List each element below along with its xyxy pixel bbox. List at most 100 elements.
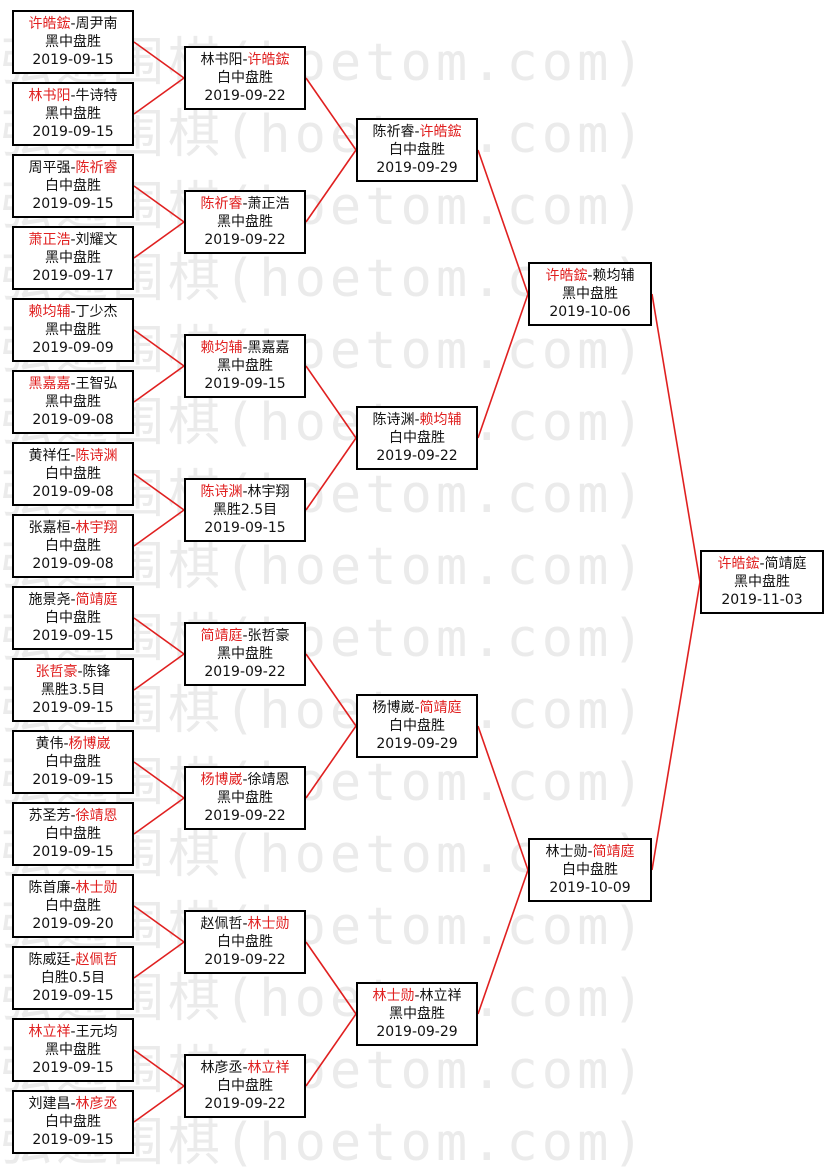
- player-black: 陈祈睿: [372, 124, 415, 140]
- match-date: 2019-09-15: [32, 1060, 114, 1076]
- match-date: 2019-09-22: [204, 664, 286, 680]
- player-black: 苏圣芳: [28, 808, 71, 824]
- player-black: 刘建昌: [28, 1096, 71, 1112]
- player-black: 赖均辅: [200, 340, 243, 356]
- player-white: 赖均辅: [592, 268, 635, 284]
- player-black: 陈首廉: [28, 880, 71, 896]
- match-players: 周平强-陈祈睿: [14, 159, 132, 177]
- player-separator: -: [70, 880, 76, 896]
- player-white: 徐靖恩: [75, 808, 118, 824]
- match-result: 黑中盘胜: [45, 250, 101, 266]
- player-black: 赖均辅: [28, 304, 71, 320]
- match-date: 2019-09-15: [32, 1132, 114, 1148]
- match-result: 白中盘胜: [45, 754, 101, 770]
- match-players: 林书阳-牛诗特: [14, 87, 132, 105]
- match-date: 2019-09-22: [376, 448, 458, 464]
- match-players: 杨博崴-简靖庭: [358, 699, 476, 717]
- player-white: 林士勋: [247, 916, 290, 932]
- bracket-connector-line: [133, 941, 185, 979]
- player-separator: -: [414, 124, 420, 140]
- player-white: 林立祥: [419, 988, 462, 1004]
- match-date: 2019-09-15: [204, 520, 286, 536]
- player-black: 许皓鋐: [717, 556, 760, 572]
- match-players: 陈诗渊-林宇翔: [186, 483, 304, 501]
- bracket-connector-line: [651, 293, 701, 583]
- match-box-round3: 杨博崴-简靖庭白中盘胜 2019-09-29: [356, 694, 478, 758]
- match-date: 2019-09-15: [32, 988, 114, 1004]
- player-white: 丁少杰: [75, 304, 118, 320]
- match-date: 2019-09-20: [32, 916, 114, 932]
- player-white: 许皓鋐: [247, 52, 290, 68]
- match-date: 2019-09-29: [376, 160, 458, 176]
- match-result: 白中盘胜: [45, 610, 101, 626]
- match-date: 2019-09-15: [32, 196, 114, 212]
- match-players: 赖均辅-丁少杰: [14, 303, 132, 321]
- match-result: 白中盘胜: [389, 718, 445, 734]
- player-black: 林书阳: [200, 52, 243, 68]
- bracket-connector-line: [305, 941, 357, 1015]
- player-black: 陈威廷: [28, 952, 71, 968]
- match-players: 赖均辅-黑嘉嘉: [186, 339, 304, 357]
- bracket-connector-line: [133, 1085, 185, 1123]
- match-players: 刘建昌-林彦丞: [14, 1095, 132, 1113]
- player-white: 陈诗渊: [75, 448, 118, 464]
- match-result: 白中盘胜: [389, 430, 445, 446]
- match-date: 2019-10-06: [549, 304, 631, 320]
- player-separator: -: [70, 448, 76, 464]
- match-players: 陈首廉-林士勋: [14, 879, 132, 897]
- match-date: 2019-09-15: [32, 628, 114, 644]
- player-white: 赵佩哲: [75, 952, 118, 968]
- match-result: 黑中盘胜: [389, 1006, 445, 1022]
- player-white: 陈祈睿: [75, 160, 118, 176]
- player-separator: -: [242, 916, 248, 932]
- player-separator: -: [242, 1060, 248, 1076]
- match-result: 黑中盘胜: [734, 574, 790, 590]
- match-result: 白中盘胜: [45, 1114, 101, 1130]
- bracket-connector-line: [305, 1013, 357, 1087]
- player-black: 杨博崴: [372, 700, 415, 716]
- match-players: 许皓鋐-赖均辅: [530, 267, 650, 285]
- match-result: 白中盘胜: [45, 826, 101, 842]
- match-result: 黑中盘胜: [217, 214, 273, 230]
- player-separator: -: [70, 1096, 76, 1112]
- bracket-connector-line: [651, 581, 701, 871]
- player-separator: -: [70, 232, 76, 248]
- match-result: 白中盘胜: [217, 934, 273, 950]
- player-white: 简靖庭: [592, 844, 635, 860]
- match-players: 张嘉桓-林宇翔: [14, 519, 132, 537]
- match-date: 2019-09-08: [32, 556, 114, 572]
- bracket-connector-line: [305, 437, 357, 511]
- bracket-connector-line: [477, 725, 529, 871]
- player-white: 王智弘: [75, 376, 118, 392]
- match-result: 黑中盘胜: [45, 1042, 101, 1058]
- player-black: 许皓鋐: [28, 16, 71, 32]
- player-separator: -: [242, 628, 248, 644]
- player-black: 林书阳: [28, 88, 71, 104]
- match-date: 2019-10-09: [549, 880, 631, 896]
- match-date: 2019-09-22: [204, 88, 286, 104]
- player-white: 周尹南: [75, 16, 118, 32]
- match-result: 黑胜3.5目: [40, 682, 106, 698]
- match-result: 黑中盘胜: [562, 286, 618, 302]
- player-white: 黑嘉嘉: [247, 340, 290, 356]
- match-box-round1: 刘建昌-林彦丞白中盘胜 2019-09-15: [12, 1090, 134, 1154]
- player-white: 林立祥: [247, 1060, 290, 1076]
- player-separator: -: [70, 88, 76, 104]
- bracket-connector-line: [133, 329, 185, 367]
- match-players: 苏圣芳-徐靖恩: [14, 807, 132, 825]
- match-date: 2019-09-29: [376, 736, 458, 752]
- player-black: 张嘉桓: [28, 520, 71, 536]
- bracket-connector-line: [133, 761, 185, 799]
- match-players: 陈祈睿-萧正浩: [186, 195, 304, 213]
- match-result: 白中盘胜: [45, 898, 101, 914]
- match-result: 黑中盘胜: [45, 394, 101, 410]
